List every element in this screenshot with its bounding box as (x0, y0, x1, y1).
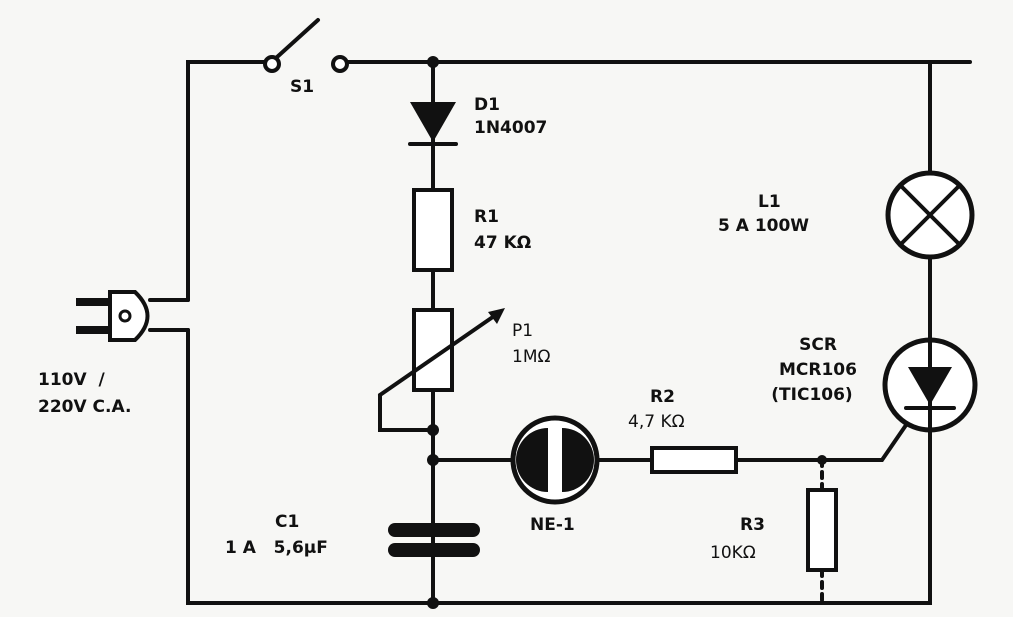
label-supply-1: 110V / (38, 370, 105, 390)
junction-dots (427, 56, 827, 609)
label-c1: C1 (275, 512, 299, 532)
resistor-r3 (806, 488, 838, 572)
label-d1-value: 1N4007 (474, 118, 547, 138)
label-p1-value: 1MΩ (512, 347, 550, 367)
label-scr-value: MCR106 (779, 360, 857, 380)
label-ne1: NE-1 (530, 515, 575, 535)
label-r2-value: 4,7 KΩ (628, 412, 685, 432)
switch-s1 (263, 18, 349, 73)
capacitor-c1 (388, 523, 480, 557)
neon-lamp-ne1 (510, 415, 600, 505)
lamp-l1 (885, 170, 975, 260)
label-supply-2: 220V C.A. (38, 397, 131, 417)
label-scr: SCR (799, 335, 837, 355)
label-l1: L1 (758, 192, 781, 212)
resistor-r1 (412, 188, 454, 272)
diode-d1 (408, 102, 458, 146)
label-d1: D1 (474, 95, 500, 115)
label-l1-value: 5 A 100W (718, 216, 809, 236)
label-p1: P1 (512, 321, 533, 341)
potentiometer-p1 (378, 308, 505, 432)
label-r3-value: 10KΩ (710, 543, 756, 563)
label-r2: R2 (650, 387, 675, 407)
scr (882, 337, 978, 433)
label-r1-value: 47 KΩ (474, 233, 531, 253)
label-scr-alt: (TIC106) (771, 385, 852, 405)
resistor-r2 (650, 446, 738, 474)
label-c1-value: 1 A 5,6µF (225, 538, 328, 558)
labels: S1 D1 1N4007 R1 47 KΩ P1 1MΩ L1 5 A 100W… (38, 77, 857, 563)
label-r1: R1 (474, 207, 499, 227)
plug (76, 290, 150, 342)
label-s1: S1 (290, 77, 314, 97)
label-r3: R3 (740, 515, 765, 535)
